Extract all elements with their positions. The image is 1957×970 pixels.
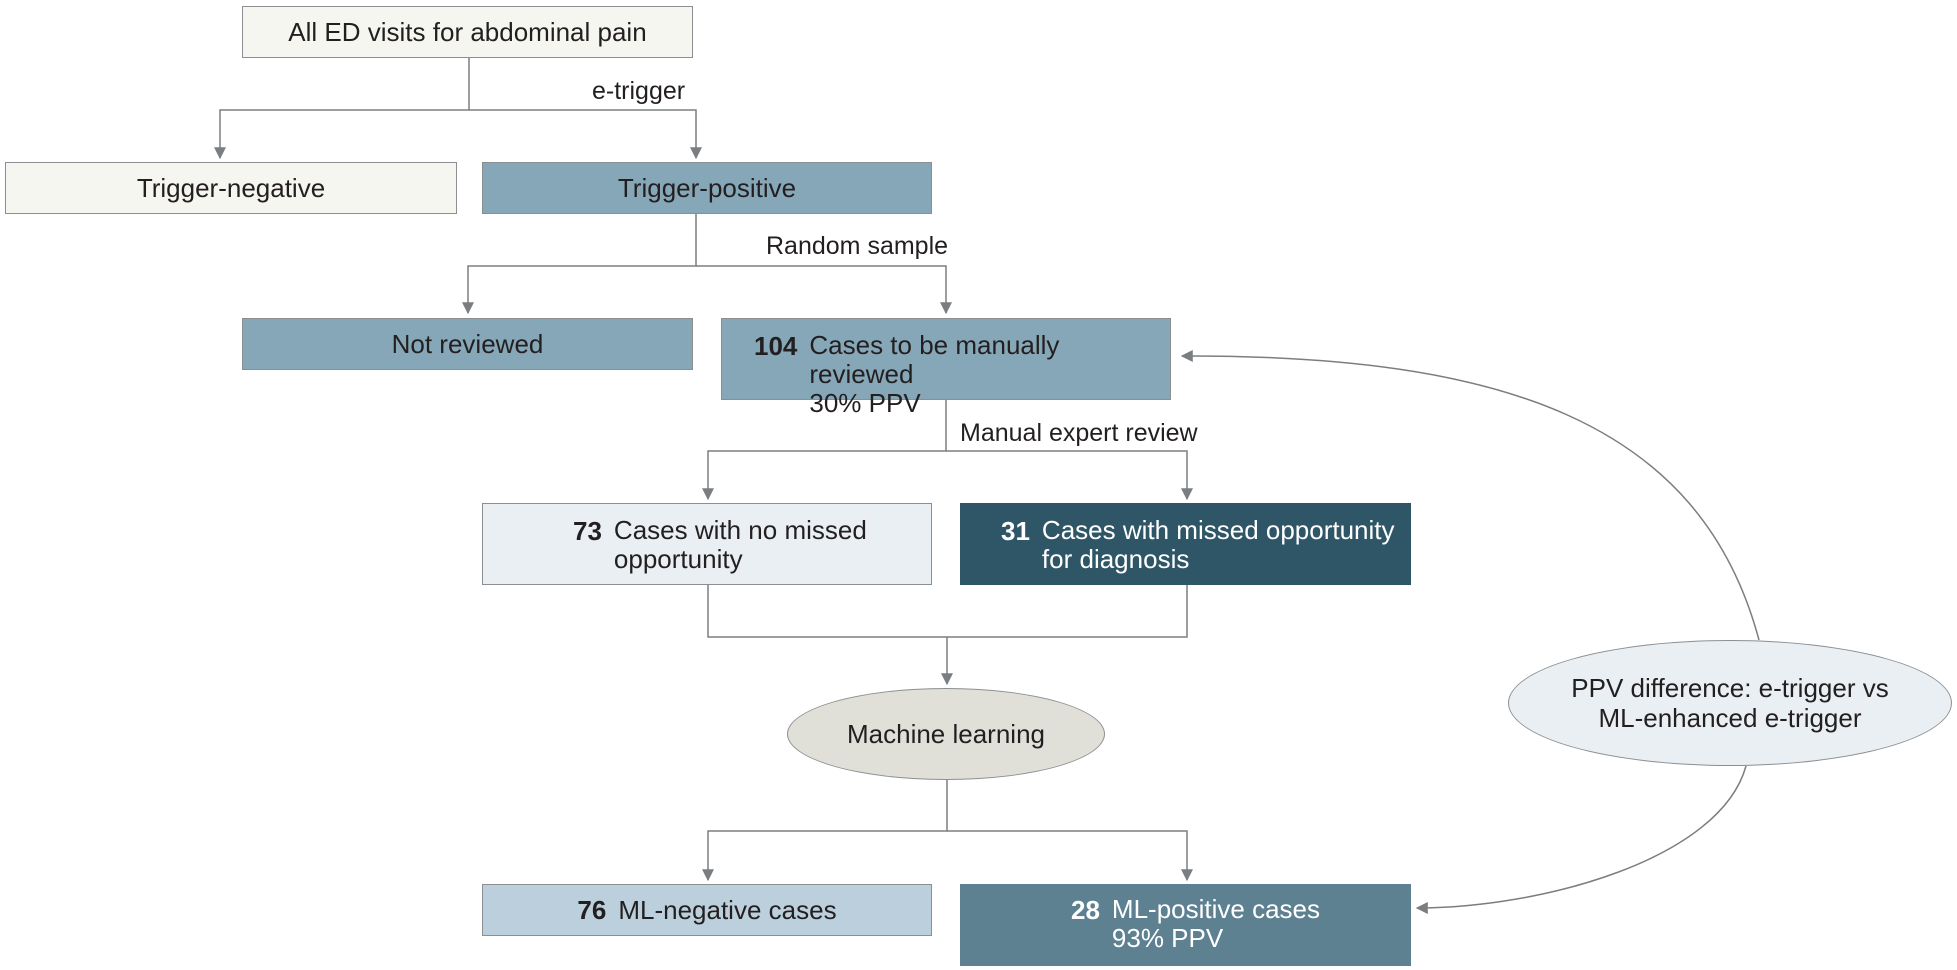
trigger-positive-box: Trigger-positive — [482, 162, 932, 214]
ppv-difference-line1: PPV difference: e-trigger vs — [1571, 673, 1889, 703]
connector-all-to-trigger-positive — [469, 109, 702, 160]
connector-review-to-no-missed — [702, 400, 947, 501]
e-trigger-label: e-trigger — [590, 77, 688, 106]
connector-ml-to-positive — [947, 830, 1193, 882]
connector-all-to-trigger — [214, 58, 470, 160]
random-sample-label: Random sample — [764, 232, 951, 261]
ml-positive-ppv: 93% PPV — [1111, 923, 1224, 953]
ml-positive-box: 28 ML-positive cases 93% PPV — [960, 884, 1411, 966]
missed-label-line1: Cases with missed opportunity — [1041, 515, 1395, 545]
ml-positive-count: 28 — [1071, 895, 1100, 925]
all-ed-visits-box: All ED visits for abdominal pain — [242, 6, 693, 58]
ml-negative-content: 76 ML-negative cases — [577, 895, 836, 926]
all-ed-visits-label: All ED visits for abdominal pain — [288, 16, 647, 47]
connector-ppv-to-ml-positive — [1415, 765, 1747, 914]
connector-ml-to-negative — [702, 780, 948, 882]
manual-review-count: 104 — [754, 331, 798, 361]
ppv-difference-ellipse: PPV difference: e-trigger vs ML-enhanced… — [1508, 640, 1952, 766]
manual-review-ppv: 30% PPV — [809, 388, 921, 418]
connector-ppv-to-manual-review — [1180, 349, 1760, 641]
connector-merge-to-ml — [707, 585, 1188, 684]
no-missed-count: 73 — [573, 516, 602, 546]
missed-count: 31 — [1001, 516, 1030, 546]
connector-review-to-missed — [946, 450, 1193, 501]
manual-expert-review-label: Manual expert review — [958, 419, 1200, 448]
manual-review-label: Cases to be manually reviewed — [809, 330, 1060, 389]
trigger-positive-label: Trigger-positive — [617, 172, 797, 203]
trigger-negative-box: Trigger-negative — [5, 162, 457, 214]
not-reviewed-label: Not reviewed — [391, 328, 544, 359]
trigger-negative-label: Trigger-negative — [136, 172, 326, 203]
ppv-difference-line2: ML-enhanced e-trigger — [1598, 703, 1862, 733]
missed-opportunity-box: 31 Cases with missed opportunity for dia… — [960, 503, 1411, 585]
ml-negative-count: 76 — [577, 894, 607, 925]
not-reviewed-box: Not reviewed — [242, 318, 693, 370]
machine-learning-label: Machine learning — [846, 719, 1045, 749]
machine-learning-ellipse: Machine learning — [787, 688, 1105, 780]
manual-review-box: 104 Cases to be manually reviewed 30% PP… — [721, 318, 1171, 418]
ml-negative-label: ML-negative cases — [618, 894, 837, 925]
connector-positive-to-manual-review — [696, 265, 952, 315]
ml-positive-label: ML-positive cases — [1111, 894, 1320, 924]
ml-negative-box: 76 ML-negative cases — [482, 884, 932, 936]
no-missed-label-line2: opportunity — [613, 544, 743, 574]
no-missed-opportunity-box: 73 Cases with no missed opportunity — [482, 503, 932, 585]
missed-label-line2: for diagnosis — [1041, 544, 1190, 574]
no-missed-label-line1: Cases with no missed — [613, 515, 867, 545]
connector-positive-to-not-reviewed — [462, 214, 697, 315]
